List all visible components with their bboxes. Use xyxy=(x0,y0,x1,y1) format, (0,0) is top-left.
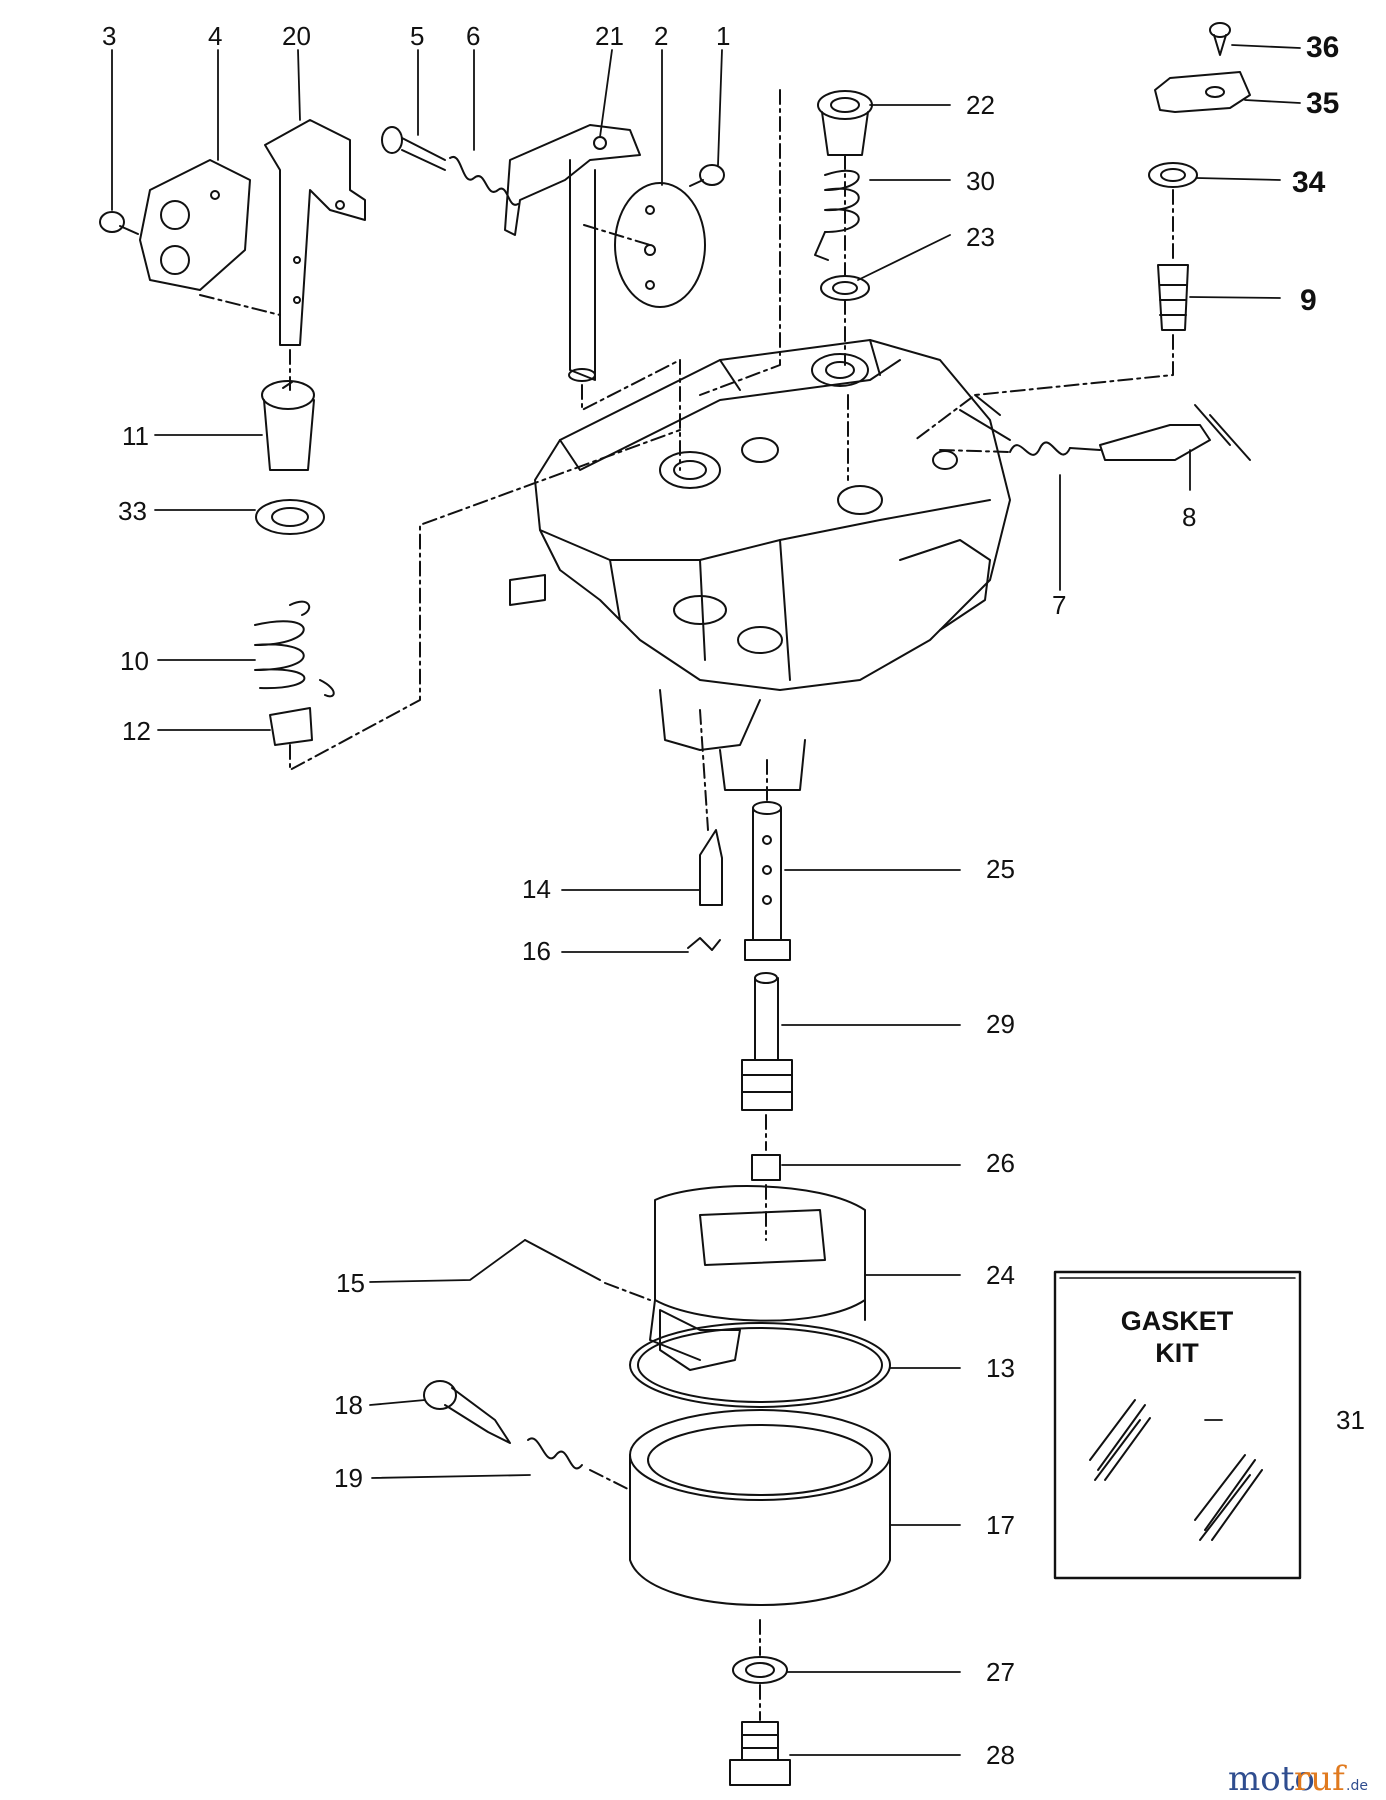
callout-9: 9 xyxy=(1300,284,1317,317)
callout-labels: 3 4 20 5 6 21 2 1 22 30 23 36 35 34 9 8 … xyxy=(102,21,1365,1770)
gasket-kit-title-line2: KIT xyxy=(1155,1338,1199,1368)
callout-16: 16 xyxy=(522,936,551,966)
callout-15: 15 xyxy=(336,1268,365,1298)
leader-lines xyxy=(111,44,1301,1756)
callout-12: 12 xyxy=(122,716,151,746)
callout-14: 14 xyxy=(522,874,551,904)
watermark-suffix: .de xyxy=(1346,1778,1368,1794)
watermark-part1: moto xyxy=(1228,1759,1315,1799)
part-2-disc xyxy=(614,182,706,308)
carburetor-body xyxy=(509,339,1011,791)
part-13-gasket xyxy=(629,1322,891,1408)
watermark-part2: ruf xyxy=(1294,1759,1347,1799)
part-15-pin xyxy=(524,1239,601,1281)
callout-21: 21 xyxy=(595,21,624,51)
part-26-jet xyxy=(751,1154,781,1181)
part-12-cap xyxy=(269,707,313,746)
part-4-plate xyxy=(139,159,251,291)
part-20-bracket xyxy=(264,119,366,346)
part-24-float xyxy=(649,1185,866,1371)
callout-1: 1 xyxy=(716,21,730,51)
callout-36: 36 xyxy=(1306,31,1339,64)
callout-30: 30 xyxy=(966,166,995,196)
part-11-bushing xyxy=(261,380,315,471)
part-35-clip xyxy=(1154,71,1251,113)
part-5-screw xyxy=(381,126,446,171)
callout-7: 7 xyxy=(1052,590,1066,620)
callout-31: 31 xyxy=(1336,1405,1365,1435)
part-23-washer xyxy=(820,275,870,301)
part-25-tube xyxy=(744,801,791,961)
gasket-kit-package xyxy=(1053,1270,1302,1580)
callout-10: 10 xyxy=(120,646,149,676)
part-9-needle xyxy=(1157,264,1189,331)
part-1-screw xyxy=(689,164,725,187)
part-3-screw xyxy=(99,211,139,235)
callout-34: 34 xyxy=(1292,166,1326,199)
callout-20: 20 xyxy=(282,21,311,51)
callout-18: 18 xyxy=(334,1390,363,1420)
callout-13: 13 xyxy=(986,1353,1015,1383)
part-33-washer xyxy=(255,499,325,535)
callout-3: 3 xyxy=(102,21,116,51)
part-7-spring xyxy=(1009,441,1071,456)
part-17-bowl xyxy=(629,1409,891,1606)
callout-27: 27 xyxy=(986,1657,1015,1687)
callout-26: 26 xyxy=(986,1148,1015,1178)
part-27-washer xyxy=(732,1656,788,1684)
callout-8: 8 xyxy=(1182,502,1196,532)
callout-17: 17 xyxy=(986,1510,1015,1540)
callout-4: 4 xyxy=(208,21,222,51)
gasket-kit-title-line1: GASKET xyxy=(1121,1306,1234,1336)
part-22-cap xyxy=(817,90,873,156)
part-29-jet xyxy=(741,972,793,1111)
callout-28: 28 xyxy=(986,1740,1015,1770)
callout-33: 33 xyxy=(118,496,147,526)
motoruf-watermark-logo: moto ruf .de xyxy=(1228,1759,1368,1799)
callout-25: 25 xyxy=(986,854,1015,884)
part-36-screw xyxy=(1209,22,1231,56)
callout-5: 5 xyxy=(410,21,424,51)
part-30-spring xyxy=(814,169,860,261)
callout-29: 29 xyxy=(986,1009,1015,1039)
callout-23: 23 xyxy=(966,222,995,252)
part-10-spring xyxy=(254,600,335,698)
callout-35: 35 xyxy=(1306,87,1339,120)
part-34-washer xyxy=(1148,162,1198,188)
part-18-screw xyxy=(423,1380,511,1444)
part-14-needle xyxy=(699,829,723,906)
part-19-spring xyxy=(527,1437,583,1470)
callout-24: 24 xyxy=(986,1260,1015,1290)
part-28-plug xyxy=(729,1721,791,1786)
callout-22: 22 xyxy=(966,90,995,120)
callout-11: 11 xyxy=(122,421,149,451)
assembly-lines xyxy=(199,89,1174,1721)
callout-2: 2 xyxy=(654,21,668,51)
callout-6: 6 xyxy=(466,21,480,51)
part-8-needle xyxy=(1069,404,1251,461)
part-21-shaft xyxy=(504,124,641,382)
callout-19: 19 xyxy=(334,1463,363,1493)
part-16-clip xyxy=(687,937,721,951)
